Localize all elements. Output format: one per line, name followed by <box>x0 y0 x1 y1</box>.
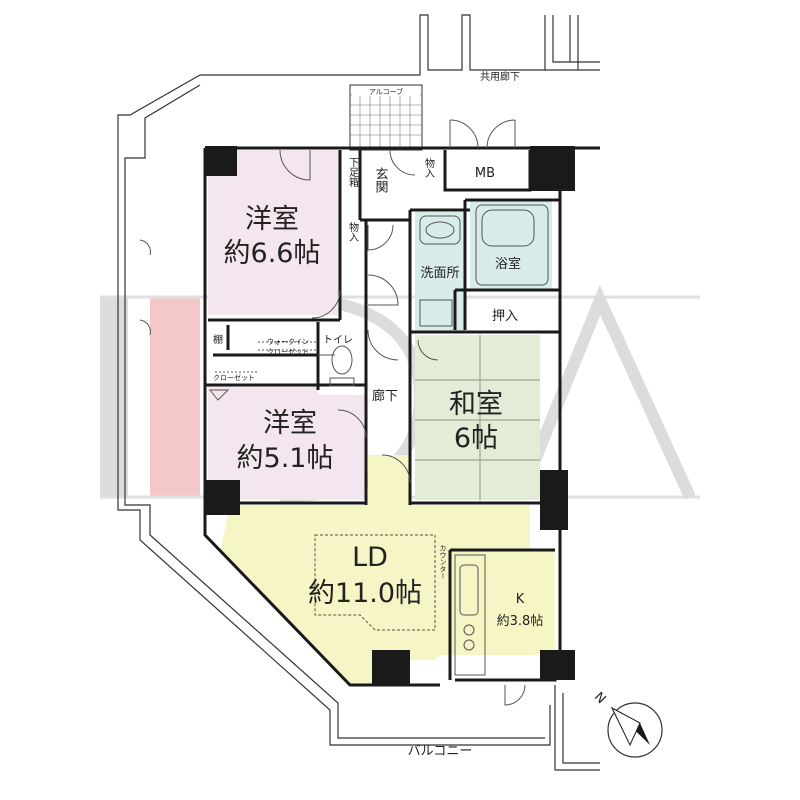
oshiire-label: 押入 <box>492 309 518 324</box>
japanese-room-fill <box>415 335 540 500</box>
closet-label: クローゼット <box>213 373 255 382</box>
fixtures <box>208 204 549 676</box>
counter-outline <box>314 534 436 631</box>
western-room-1-fill <box>208 150 340 315</box>
vertical-labels: 玄関 下足箱 物入 物入 カウンター <box>347 157 448 580</box>
shelf-label: 棚 <box>213 333 223 346</box>
toilet-bowl <box>331 345 353 375</box>
wash-basin <box>419 215 461 245</box>
columns <box>205 146 575 685</box>
ld-name: LD <box>352 542 388 573</box>
shoe-box-label: 下足箱 <box>347 157 359 188</box>
ld-size: 約11.0帖 <box>308 578 422 609</box>
alcove-label: アルコーブ <box>369 87 403 96</box>
washroom-label: 洗面所 <box>420 266 459 281</box>
walkin-closet-label-1: ウォークイン <box>267 338 309 346</box>
western-room-2-name: 洋室 <box>263 408 317 439</box>
entrance-label: 玄関 <box>373 167 389 194</box>
washroom-fill <box>415 212 465 332</box>
walls <box>203 146 600 687</box>
toilet-label: トイレ <box>323 335 353 346</box>
japanese-room-size: 6帖 <box>454 423 498 454</box>
room1-storage-label: 物入 <box>347 221 359 242</box>
entry-storage-label: 物入 <box>423 157 435 178</box>
room-labels: 洋室 約6.6帖 洋室 約5.1帖 和室 6帖 LD 約11.0帖 K 約3.8… <box>213 70 543 759</box>
western-room-2-size: 約5.1帖 <box>237 443 334 474</box>
alcove <box>349 84 423 151</box>
western-room-1-size: 約6.6帖 <box>224 238 321 269</box>
japanese-room-name: 和室 <box>449 389 503 420</box>
walkin-closet-label-2: クローゼット <box>267 347 309 356</box>
kitchen-sink <box>459 564 479 616</box>
corridor-label: 廊下 <box>372 388 398 404</box>
exterior-outline <box>117 14 600 771</box>
watermark-letter-i-red <box>150 297 200 497</box>
door-swings <box>139 119 526 706</box>
watermark-letter-i-bar <box>100 297 128 497</box>
common-corridor-label: 共用廊下 <box>480 70 520 83</box>
kitchen-name: K <box>516 592 525 607</box>
stove-burner <box>463 624 475 636</box>
compass-north-label: N <box>591 690 608 707</box>
watermark-letter-a <box>514 284 696 500</box>
mb-label: MB <box>475 166 495 181</box>
washing-machine <box>419 299 453 327</box>
balcony-label: バルコニー <box>408 744 473 759</box>
counter-label: カウンター <box>439 545 447 580</box>
bathtub <box>475 204 549 286</box>
bath-fill <box>470 200 552 290</box>
kitchen-size: 約3.8帖 <box>497 614 544 629</box>
compass: N <box>591 690 663 758</box>
bath-label: 浴室 <box>495 256 521 272</box>
western-room-1-name: 洋室 <box>245 204 299 235</box>
